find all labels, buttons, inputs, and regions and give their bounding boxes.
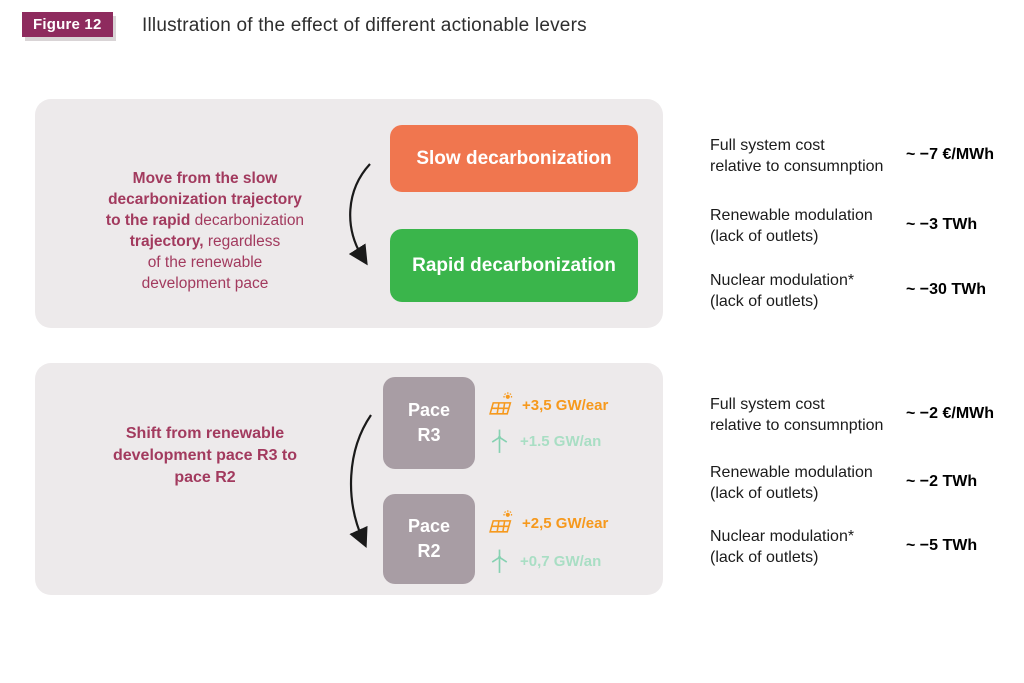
r3-wind-value: +1.5 GW/an: [520, 433, 602, 450]
pace-label: R3: [417, 425, 441, 445]
r2-solar-value: +2,5 GW/ear: [522, 515, 609, 532]
curved-arrow-icon: [349, 414, 372, 549]
pace-label: Pace: [407, 516, 451, 536]
metric-label-line: (lack of outlets): [710, 485, 819, 502]
metric-label-line: relative to consumnption: [710, 417, 884, 434]
pace-label: Pace: [407, 400, 451, 420]
metric-label-line: (lack of outlets): [710, 549, 819, 566]
metric-value: ~ −5 TWh: [906, 537, 978, 554]
solar-panel-icon: [489, 510, 513, 533]
wind-turbine-icon: [491, 429, 508, 453]
metric-label-line: relative to consumnption: [710, 158, 884, 175]
metric-row-nuclear-modulation-1: Nuclear modulation* (lack of outlets) ~ …: [710, 270, 1015, 314]
panel-renewable-pace: Shift from renewable development pace R3…: [35, 363, 663, 595]
desc-text: of the renewable: [147, 254, 263, 271]
rapid-decarbonization-box: Rapid decarbonization: [390, 229, 638, 302]
figure-badge: Figure 12: [22, 12, 113, 37]
pace-r2-box: Pace R2: [383, 494, 475, 584]
slow-decarbonization-box: Slow decarbonization: [390, 125, 638, 192]
metric-label-line: (lack of outlets): [710, 228, 819, 245]
r3-solar-value: +3,5 GW/ear: [522, 397, 609, 414]
metric-value: ~ −3 TWh: [906, 216, 978, 233]
metric-label: Renewable modulation (lack of outlets): [710, 462, 1015, 504]
metric-label-line: Renewable modulation: [710, 464, 873, 481]
panel-decarbonization-trajectory: Move from the slow decarbonization traje…: [35, 99, 663, 328]
metric-label-line: Full system cost: [710, 137, 825, 154]
desc-text: to the rapid: [105, 212, 191, 229]
desc-text: development pace: [141, 275, 269, 292]
pace-r3-box: Pace R3: [383, 377, 475, 469]
metric-row-renewable-modulation-1: Renewable modulation (lack of outlets) ~…: [710, 205, 1015, 249]
desc-text: development pace R3 to: [112, 447, 298, 464]
metric-label-line: (lack of outlets): [710, 293, 819, 310]
panel2-description: Shift from renewable development pace R3…: [55, 423, 355, 489]
metric-label: Nuclear modulation* (lack of outlets): [710, 526, 1015, 568]
r2-solar-row: +2,5 GW/ear: [487, 510, 608, 537]
panel1-description: Move from the slow decarbonization traje…: [55, 168, 355, 294]
desc-text: decarbonization trajectory: [108, 191, 302, 208]
desc-text: Move from the slow: [132, 170, 278, 187]
metric-value: ~ −2 €/MWh: [906, 405, 995, 422]
metric-value: ~ −7 €/MWh: [906, 146, 995, 163]
metric-row-renewable-modulation-2: Renewable modulation (lack of outlets) ~…: [710, 462, 1015, 506]
pace-label: R2: [417, 541, 441, 561]
metric-row-system-cost-1: Full system cost relative to consumnptio…: [710, 135, 1015, 179]
metric-label-line: Renewable modulation: [710, 207, 873, 224]
desc-text: Shift from renewable: [125, 425, 285, 442]
desc-text: decarbonization: [190, 212, 305, 229]
r2-wind-value: +0,7 GW/an: [520, 553, 602, 570]
metric-label-line: Nuclear modulation*: [710, 528, 855, 545]
solar-panel-icon: [489, 392, 513, 415]
r3-wind-row: +1.5 GW/an: [487, 428, 601, 455]
metric-label-line: Full system cost: [710, 396, 825, 413]
desc-text: trajectory,: [129, 233, 204, 250]
desc-text: pace R2: [174, 469, 236, 486]
metric-row-nuclear-modulation-2: Nuclear modulation* (lack of outlets) ~ …: [710, 526, 1015, 570]
wind-turbine-icon: [491, 549, 508, 573]
r3-solar-row: +3,5 GW/ear: [487, 392, 608, 419]
metric-label: Full system cost relative to consumnptio…: [710, 394, 1015, 436]
curved-arrow-icon: [348, 163, 371, 266]
r2-wind-row: +0,7 GW/an: [487, 548, 601, 575]
metric-value: ~ −2 TWh: [906, 473, 978, 490]
desc-text: regardless: [203, 233, 281, 250]
metric-label: Renewable modulation (lack of outlets): [710, 205, 1015, 247]
metric-value: ~ −30 TWh: [906, 281, 987, 298]
metric-label: Full system cost relative to consumnptio…: [710, 135, 1015, 177]
figure-title: Illustration of the effect of different …: [142, 15, 587, 36]
metric-row-system-cost-2: Full system cost relative to consumnptio…: [710, 394, 1015, 438]
metric-label: Nuclear modulation* (lack of outlets): [710, 270, 1015, 312]
metric-label-line: Nuclear modulation*: [710, 272, 855, 289]
